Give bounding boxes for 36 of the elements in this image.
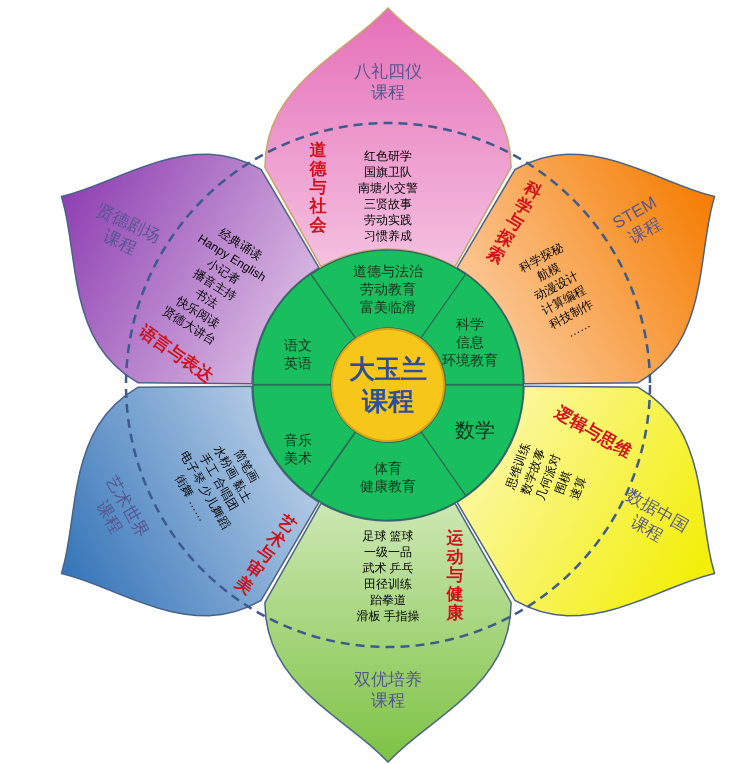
petal: [456, 153, 716, 385]
subject-label: 科学: [456, 316, 484, 334]
course-item: 滑板 手指操: [356, 608, 420, 624]
course-item: 南塘小交警: [358, 180, 418, 196]
course-name: 贤德剧场课程: [92, 199, 164, 260]
subject-label: 道德与法治: [352, 263, 423, 281]
course-item: 红色研学: [364, 148, 412, 164]
subject-label: 音乐: [284, 432, 312, 450]
category-label: 道德与社会: [310, 141, 326, 235]
subject-label: 健康教育: [360, 478, 416, 496]
course-item: 三贤故事: [364, 196, 412, 212]
course-item: 劳动实践: [364, 212, 412, 228]
course-name: 八礼四仪课程: [353, 60, 423, 104]
petal: [60, 385, 320, 617]
subject-label: 数学: [454, 418, 495, 442]
course-item: 习惯养成: [364, 228, 412, 244]
course-name: 艺术世界课程: [91, 471, 154, 543]
course-item: 武术 乒乓: [362, 560, 414, 576]
category-label: 艺术与审美: [232, 512, 299, 598]
center-title: 大玉兰课程: [348, 352, 428, 418]
course-name: 数据中国课程: [622, 484, 693, 548]
subject-label: 富美临滑: [360, 299, 416, 317]
subject-label: 信息: [456, 334, 484, 352]
subject-label: 美术: [284, 450, 312, 468]
subject-label: 劳动教育: [360, 281, 416, 299]
course-item: 田径训练: [364, 576, 412, 592]
course-item: 国旗卫队: [364, 164, 412, 180]
course-item: 一级一品: [364, 544, 412, 560]
subject-label: 环境教育: [442, 352, 498, 370]
subject-label: 英语: [284, 354, 312, 373]
course-item: 跆拳道: [370, 592, 406, 608]
course-name: 双优培养课程: [353, 668, 423, 712]
course-item: 足球 篮球: [362, 528, 414, 544]
category-label: 运动与健康: [446, 529, 464, 623]
subject-label: 体育: [374, 460, 402, 478]
subject-label: 语文: [284, 336, 312, 355]
